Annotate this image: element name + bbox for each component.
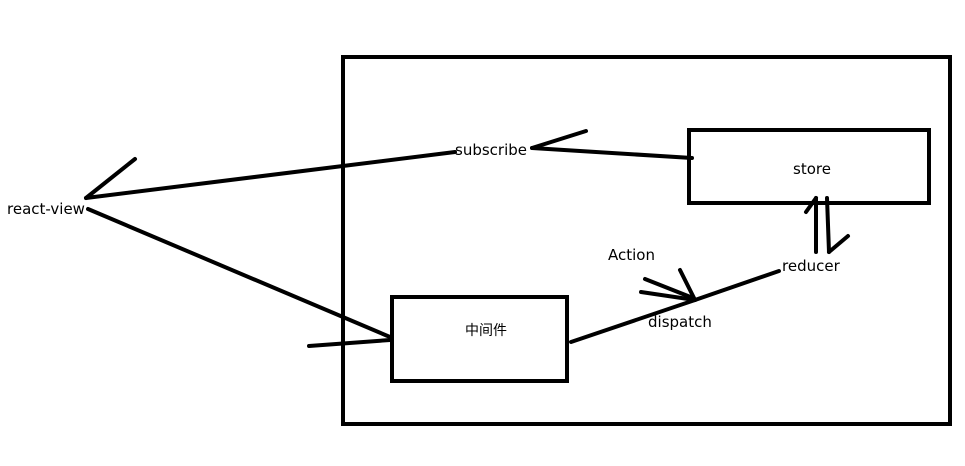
action-arrow-line-3	[678, 268, 697, 302]
action-label: Action	[608, 246, 655, 264]
reducer-label: reducer	[782, 257, 840, 275]
reducer-to-store-arrowhead	[804, 196, 818, 214]
action-arrow-line-1	[639, 290, 697, 302]
dispatch-to-reducer-line	[693, 269, 781, 302]
action-arrow-line-2	[643, 277, 695, 300]
store-to-reducer-line	[825, 196, 831, 254]
subscribe-label: subscribe	[455, 141, 527, 159]
store-box	[687, 128, 931, 205]
middleware-to-dispatch-line	[569, 298, 697, 344]
subscribe-to-react-view-line	[84, 150, 457, 200]
middleware-box	[390, 295, 569, 383]
dispatch-label: dispatch	[648, 313, 712, 331]
middleware-label: 中间件	[465, 323, 507, 339]
react-view-to-middleware-line	[86, 207, 392, 339]
store-label: store	[793, 160, 831, 178]
react-view-arrowhead	[84, 157, 137, 200]
outer-container-box	[341, 55, 952, 426]
store-to-reducer-arrowhead	[827, 234, 850, 254]
middleware-arrowhead	[307, 338, 392, 348]
store-to-subscribe-line	[530, 146, 694, 160]
react-view-label: react-view	[7, 200, 85, 218]
subscribe-arrowhead	[530, 129, 588, 150]
